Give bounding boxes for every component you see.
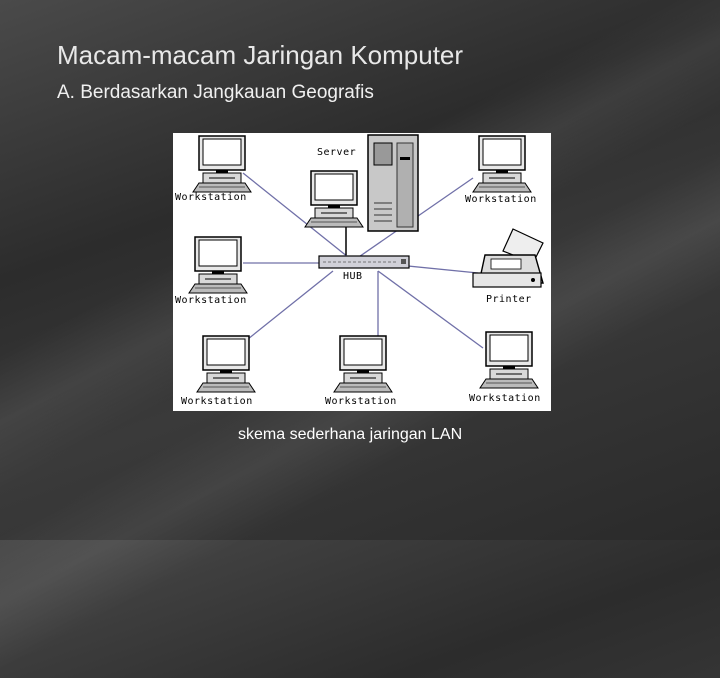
workstation-top-left-icon [192,135,252,193]
server-pc-icon [304,170,364,228]
server-label: Server [317,147,357,158]
slide-subtitle: A. Berdasarkan Jangkauan Geografis [57,82,374,103]
workstation-mid-left-label: Workstation [175,295,247,306]
network-links [188,134,544,393]
workstation-bot-mid-icon [333,335,393,393]
printer-label: Printer [486,294,532,305]
workstation-mid-left-icon [188,236,248,294]
workstation-bot-right-icon [479,331,539,389]
lan-diagram: Workstation Server Workstation Workstati… [173,133,551,411]
workstation-bot-right-label: Workstation [469,393,541,404]
hub-icon [318,255,410,269]
workstation-top-left-label: Workstation [175,192,247,203]
workstation-top-right-label: Workstation [465,194,537,205]
printer-icon [472,228,544,288]
workstation-bot-left-icon [196,335,256,393]
server-tower-icon [367,134,419,232]
workstation-top-right-icon [472,135,532,193]
hub-label: HUB [343,271,363,282]
slide-title: Macam-macam Jaringan Komputer [57,40,464,70]
diagram-caption: skema sederhana jaringan LAN [238,426,463,443]
workstation-bot-mid-label: Workstation [325,396,397,407]
workstation-bot-left-label: Workstation [181,396,253,407]
